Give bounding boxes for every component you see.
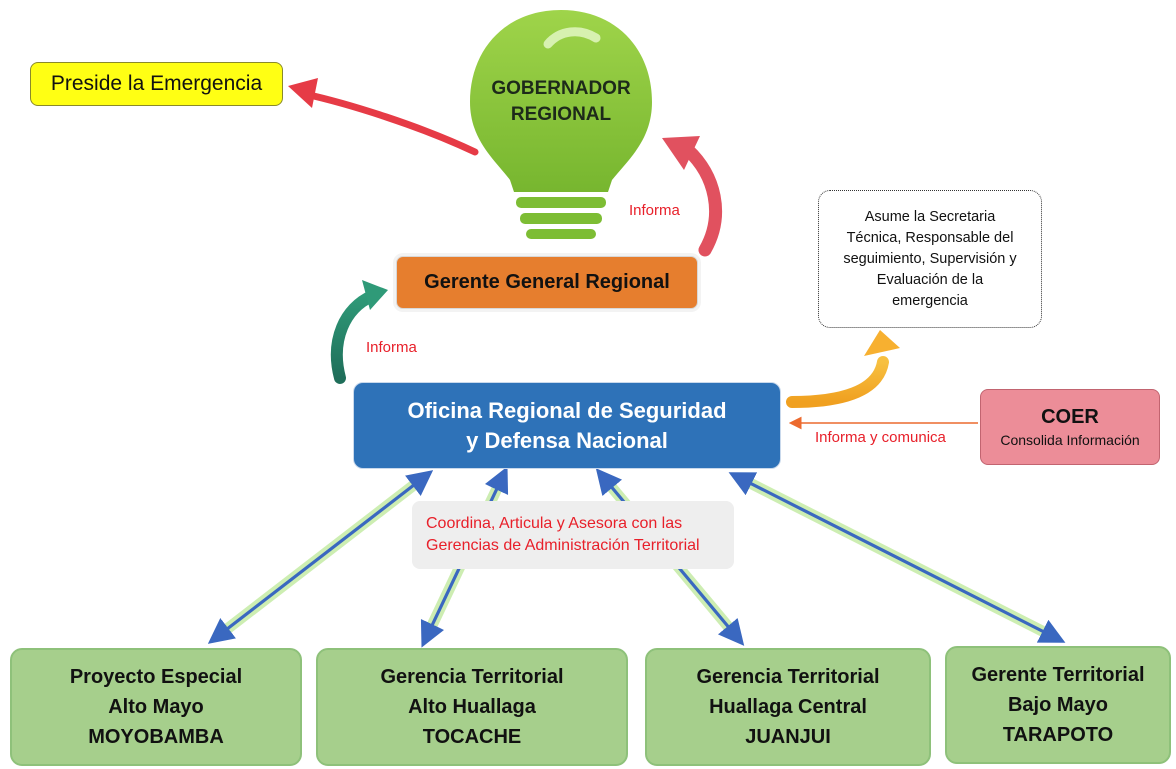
- lightbulb-icon: [470, 10, 652, 239]
- unit-line-3: TARAPOTO: [1002, 724, 1114, 746]
- arrow-oficina-to-gerente: [330, 280, 388, 384]
- governor-label: GOBERNADOR REGIONAL: [478, 76, 644, 128]
- unit-line-3: MOYOBAMBA: [88, 726, 224, 748]
- unit-box-juanjui: Gerencia Territorial Huallaga Central JU…: [645, 648, 931, 766]
- coordina-note: Coordina, Articula y Asesora con las Ger…: [412, 501, 734, 569]
- asume-line: Evaluación de la: [876, 271, 984, 288]
- coordina-line-1: Coordina, Articula y Asesora con las: [426, 515, 683, 532]
- asume-line: seguimiento, Supervisión y: [843, 250, 1017, 267]
- gerente-general-box: Gerente General Regional: [396, 256, 698, 309]
- asume-line: Asume la Secretaria: [864, 208, 996, 225]
- unit-line-1: Gerencia Territorial: [380, 666, 564, 688]
- unit-line-1: Gerente Territorial: [971, 664, 1145, 686]
- asume-line: Técnica, Responsable del: [846, 229, 1014, 246]
- oficina-regional-box: Oficina Regional de Seguridad y Defensa …: [353, 382, 781, 469]
- unit-box-tocache: Gerencia Territorial Alto Huallaga TOCAC…: [316, 648, 628, 766]
- informa-label-top: Informa: [629, 202, 680, 219]
- informa-label-mid: Informa: [366, 339, 417, 356]
- gerente-label: Gerente General Regional: [424, 271, 670, 293]
- oficina-line-2: y Defensa Nacional: [466, 427, 668, 453]
- unit-line-1: Gerencia Territorial: [696, 666, 880, 688]
- asume-secretaria-box: Asume la Secretaria Técnica, Responsable…: [818, 190, 1042, 328]
- preside-label: Preside la Emergencia: [50, 72, 263, 95]
- unit-line-2: Alto Mayo: [108, 696, 204, 718]
- unit-line-3: TOCACHE: [422, 726, 522, 748]
- arrow-to-preside: [288, 78, 479, 156]
- unit-line-2: Alto Huallaga: [408, 696, 536, 718]
- arrow-gerente-to-bulb: [662, 136, 723, 257]
- unit-line-3: JUANJUI: [745, 726, 831, 748]
- coordina-line-2: Gerencias de Administración Territorial: [426, 537, 700, 554]
- coer-subtitle: Consolida Información: [1000, 432, 1140, 448]
- preside-emergencia-box: Preside la Emergencia: [30, 62, 283, 106]
- coer-title: COER: [1041, 406, 1099, 428]
- unit-line-2: Huallaga Central: [709, 696, 867, 718]
- arrow-to-asume: [786, 330, 900, 408]
- governor-line-1: GOBERNADOR: [491, 78, 631, 99]
- unit-line-2: Bajo Mayo: [1007, 694, 1109, 716]
- asume-line: emergencia: [892, 292, 968, 309]
- unit-box-moyobamba: Proyecto Especial Alto Mayo MOYOBAMBA: [10, 648, 302, 766]
- unit-line-1: Proyecto Especial: [69, 666, 243, 688]
- governor-line-2: REGIONAL: [510, 104, 612, 125]
- oficina-line-1: Oficina Regional de Seguridad: [407, 397, 727, 423]
- unit-box-tarapoto: Gerente Territorial Bajo Mayo TARAPOTO: [945, 646, 1171, 764]
- informa-comunica-label: Informa y comunica: [815, 429, 946, 446]
- coer-box: COER Consolida Información: [980, 389, 1160, 465]
